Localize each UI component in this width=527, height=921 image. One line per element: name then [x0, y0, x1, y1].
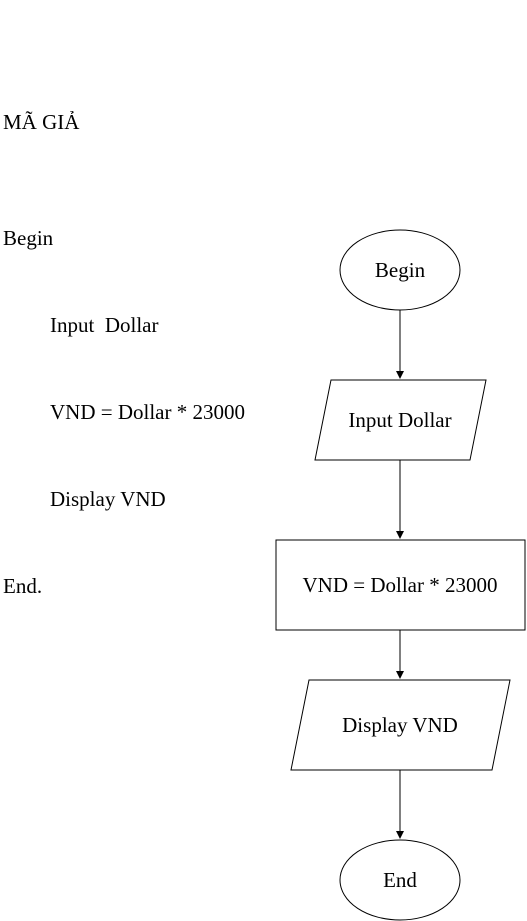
- start-ellipse-shape: [339, 229, 461, 311]
- flow-node-end: End: [339, 839, 461, 921]
- pseudocode-block: MÃ GIẢ Begin Input Dollar VND = Dollar *…: [3, 50, 245, 630]
- flow-node-begin-label: Begin: [375, 258, 426, 282]
- pseudocode-title: MÃ GIẢ: [3, 110, 80, 134]
- flow-node-output: Display VND: [290, 679, 511, 771]
- pseudocode-line-assign: VND = Dollar * 23000: [50, 400, 245, 424]
- pseudocode-line-end: End.: [3, 574, 43, 598]
- flow-node-input-label: Input Dollar: [348, 408, 451, 432]
- pseudocode-line-begin: Begin: [3, 226, 54, 250]
- flow-node-input: Input Dollar: [314, 379, 487, 461]
- pseudocode-line-input: Input Dollar: [50, 313, 159, 337]
- process-rectangle-shape: [275, 539, 526, 631]
- output-parallelogram-shape: [290, 679, 511, 771]
- flow-node-process-label: VND = Dollar * 23000: [303, 573, 498, 597]
- flow-node-output-label: Display VND: [342, 713, 458, 737]
- flow-node-process: VND = Dollar * 23000: [275, 539, 526, 631]
- input-parallelogram-shape: [314, 379, 487, 461]
- flow-node-begin: Begin: [339, 229, 461, 311]
- end-ellipse-shape: [339, 839, 461, 921]
- flow-node-end-label: End: [383, 868, 417, 892]
- pseudocode-line-display: Display VND: [50, 487, 166, 511]
